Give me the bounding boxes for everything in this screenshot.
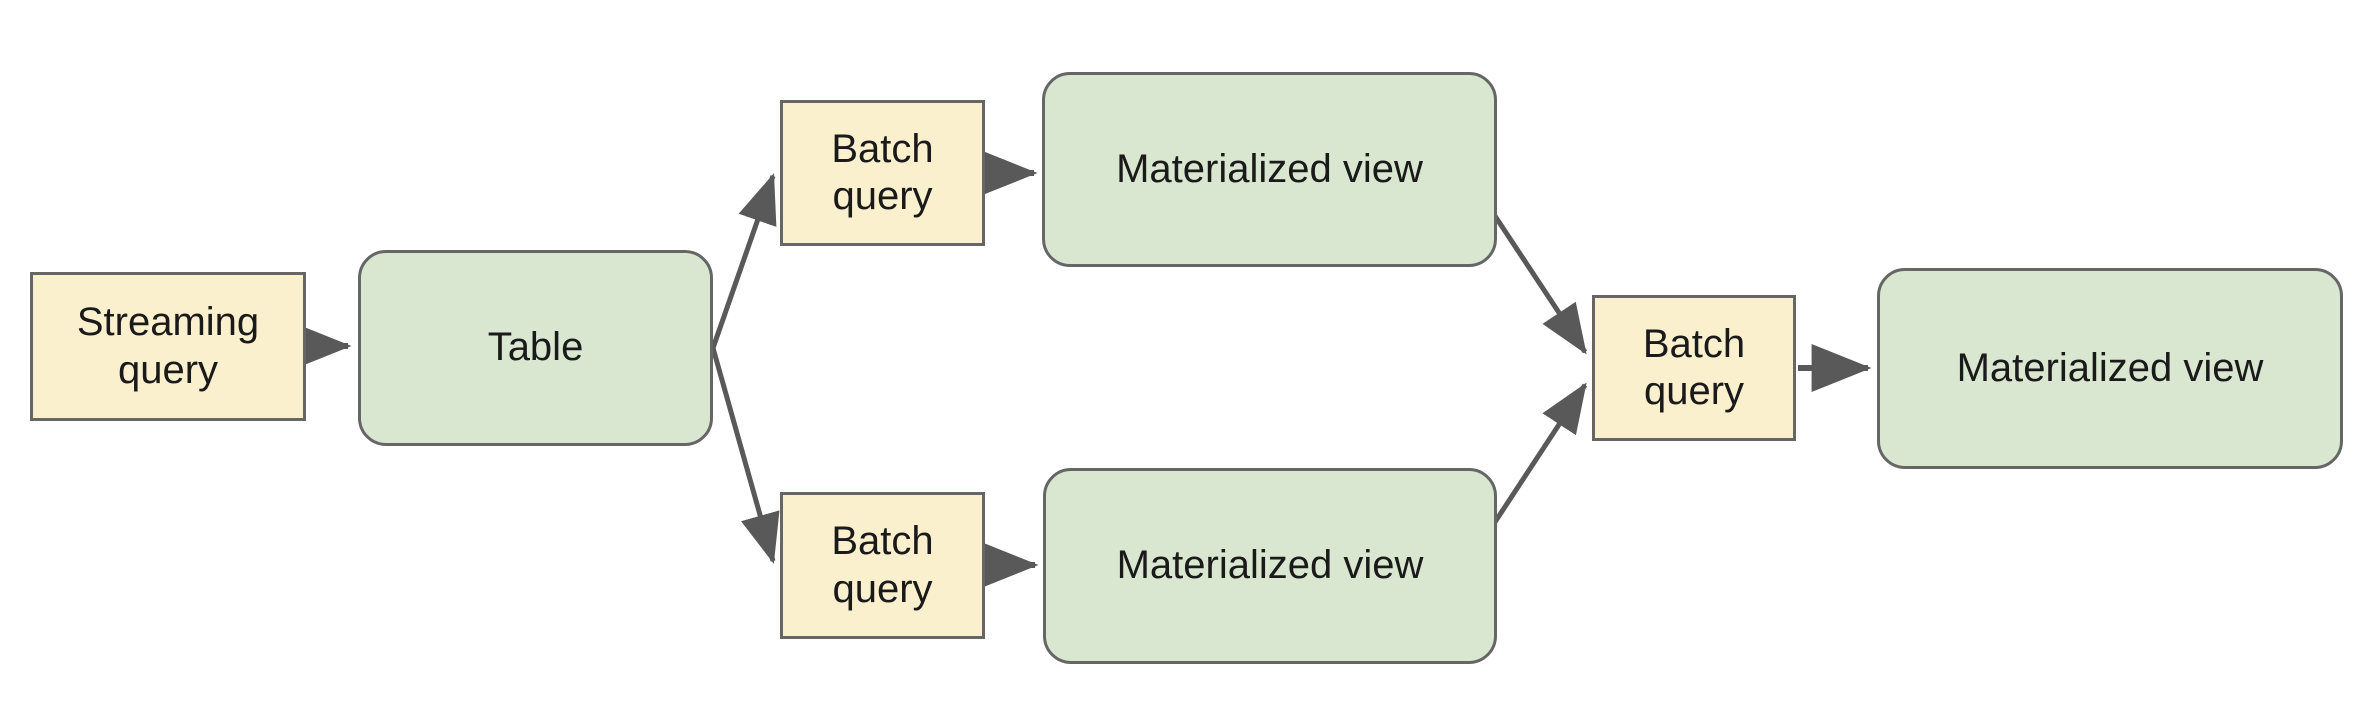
edge-table-to-batch-query-bottom [710,347,780,564]
node-batch-query-bottom-label: Batch query [831,519,934,611]
node-streaming-query[interactable]: Streaming query [30,272,306,421]
node-materialized-view-right[interactable]: Materialized view [1877,268,2343,469]
edge-mv-bottom-to-batch-query-right [1492,382,1588,524]
node-batch-query-bottom[interactable]: Batch query [780,492,985,639]
edge-table-to-batch-query-top [710,173,777,349]
node-table[interactable]: Table [358,250,713,446]
node-materialized-view-right-label: Materialized view [1956,345,2264,390]
node-batch-query-right-label: Batch query [1642,321,1746,413]
node-batch-query-top[interactable]: Batch query [780,100,985,246]
node-table-label: Table [487,325,584,370]
node-materialized-view-top[interactable]: Materialized view [1042,72,1497,267]
node-materialized-view-top-label: Materialized view [1116,146,1423,191]
node-materialized-view-bottom[interactable]: Materialized view [1043,468,1497,664]
node-materialized-view-bottom-label: Materialized view [1116,543,1424,588]
node-batch-query-top-label: Batch query [831,126,934,218]
node-batch-query-right[interactable]: Batch query [1592,295,1796,441]
edge-mv-top-to-batch-query-right [1492,214,1588,355]
node-streaming-query-label: Streaming query [76,300,260,392]
